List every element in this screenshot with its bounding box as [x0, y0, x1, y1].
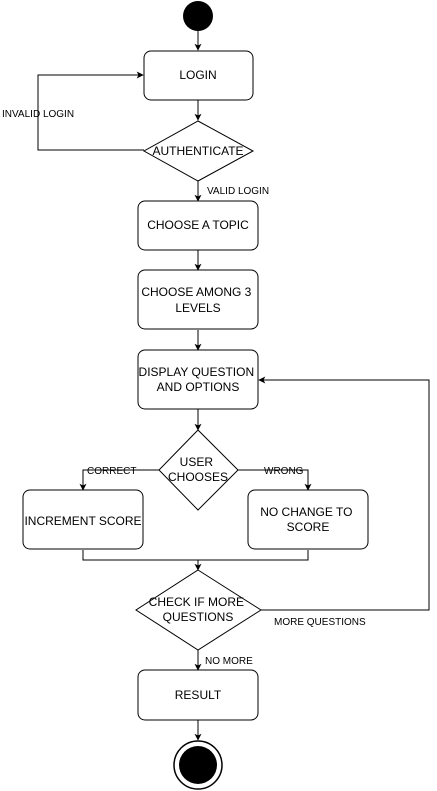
- choose-topic-label: CHOOSE A TOPIC: [147, 218, 249, 232]
- authenticate-node: [142, 120, 255, 182]
- edges: [37, 31, 430, 741]
- more-questions-label: MORE QUESTIONS: [274, 617, 366, 628]
- check-more-line-2: QUESTIONS: [163, 610, 234, 624]
- display-question-label: DISPLAY QUESTION AND OPTIONS: [139, 365, 258, 394]
- end-node: [179, 746, 217, 784]
- result-node: [137, 669, 259, 721]
- check-more-label: CHECK IF MORE QUESTIONS: [149, 595, 248, 624]
- login-node: [143, 50, 254, 101]
- check-more-node: [135, 569, 262, 651]
- choose-level-label: CHOOSE AMONG 3 LEVELS: [141, 285, 254, 315]
- start-node: [183, 1, 213, 31]
- choose-topic-node: [137, 200, 259, 251]
- display-question-line-1: DISPLAY QUESTION: [139, 365, 255, 379]
- correct-label: CORRECT: [87, 466, 136, 477]
- no-change-line-2: SCORE: [287, 520, 330, 534]
- display-question-node: [137, 349, 259, 410]
- user-chooses-label: USER CHOOSES: [168, 455, 228, 484]
- display-question-line-2: AND OPTIONS: [157, 380, 240, 394]
- user-chooses-line-2: CHOOSES: [168, 470, 228, 484]
- wrong-label: WRONG: [264, 466, 304, 477]
- user-chooses-line-1: USER: [180, 455, 214, 469]
- increment-score-node: [22, 489, 144, 550]
- valid-login-label: VALID LOGIN: [207, 186, 269, 197]
- result-label: RESULT: [175, 688, 222, 702]
- invalid-login-label: INVALID LOGIN: [2, 109, 74, 120]
- login-label: LOGIN: [179, 68, 216, 82]
- no-change-node: [247, 489, 369, 550]
- choose-level-line-2: LEVELS: [175, 301, 220, 315]
- choose-level-node: [137, 269, 259, 330]
- no-more-label: NO MORE: [205, 656, 253, 667]
- increment-score-label: INCREMENT SCORE: [24, 514, 141, 528]
- check-more-line-1: CHECK IF MORE: [149, 595, 244, 609]
- no-change-label: NO CHANGE TO SCORE: [260, 505, 356, 534]
- edge-correct: [79, 469, 159, 491]
- edge-more-questions: [258, 376, 430, 611]
- edge-merge: [82, 550, 309, 561]
- edge-wrong: [238, 469, 312, 491]
- no-change-line-1: NO CHANGE TO: [260, 505, 352, 519]
- edge-invalid-login: [37, 71, 144, 151]
- authenticate-label: AUTHENTICATE: [152, 144, 243, 158]
- choose-level-line-1: CHOOSE AMONG 3: [141, 285, 251, 299]
- user-chooses-node: [158, 429, 239, 511]
